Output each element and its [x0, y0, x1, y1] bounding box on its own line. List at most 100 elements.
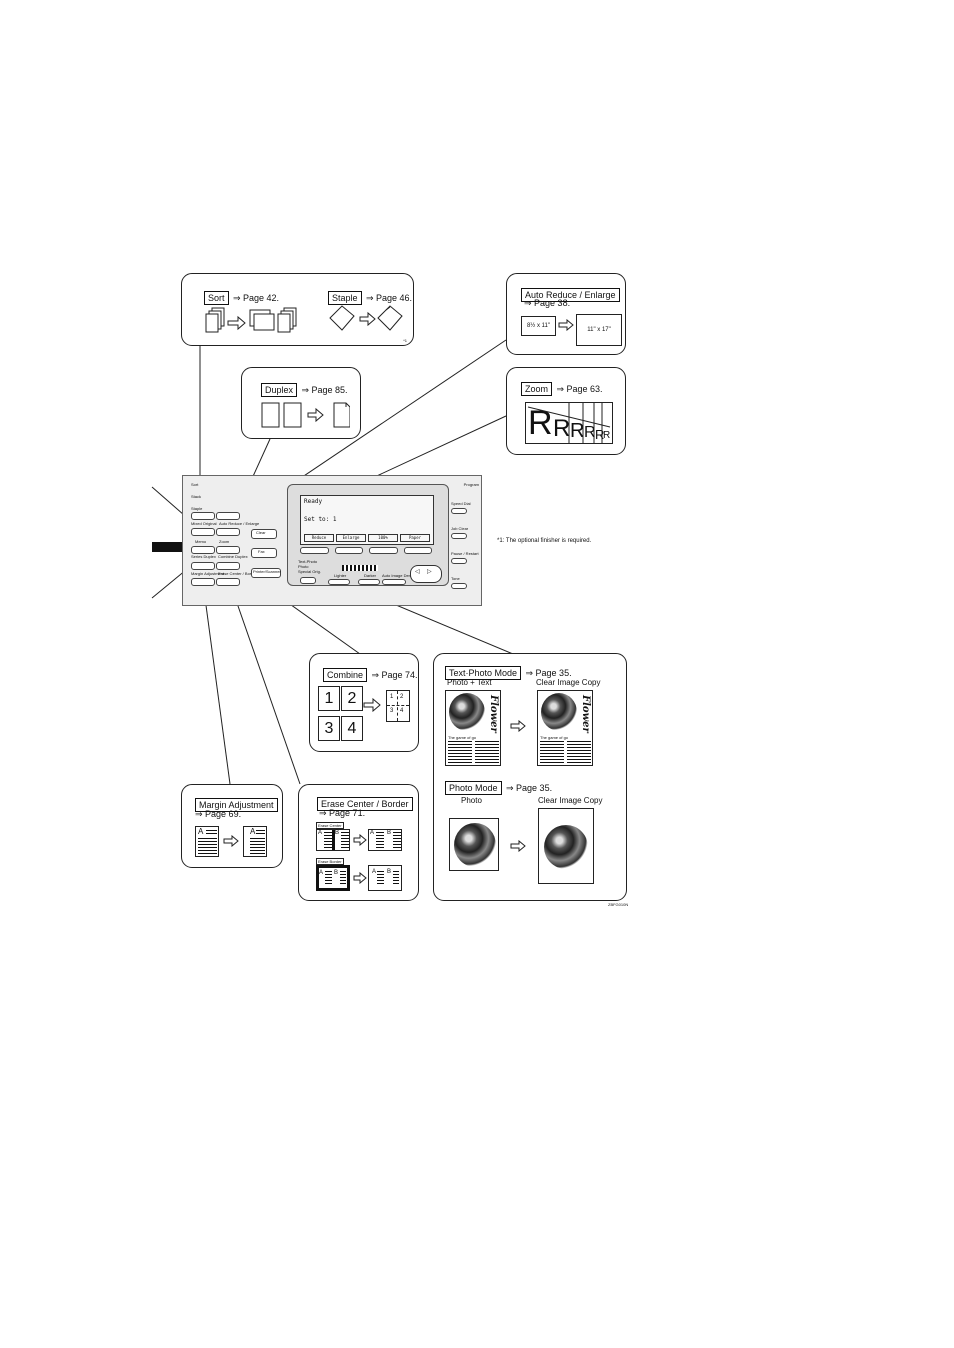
- clear-image-copy-title: Clear Image Copy: [536, 678, 601, 687]
- lcd-enlarge[interactable]: Enlarge: [336, 534, 366, 542]
- lcd-paper[interactable]: Paper: [400, 534, 430, 542]
- zoom-illustration: R R R R R R: [525, 402, 613, 444]
- duplex-key[interactable]: [216, 512, 240, 520]
- panel-left-labels: Sort Stack Staple: [191, 482, 203, 511]
- flower-photo: [449, 693, 485, 731]
- erase-border-label: Erase Border: [316, 858, 344, 865]
- photo-mode-page-ref: ⇒ Page 35.: [506, 783, 553, 793]
- lcd-set-count: Set to: 1: [304, 516, 337, 523]
- combine-page-2: 2: [341, 686, 363, 711]
- memo-key[interactable]: [191, 546, 215, 554]
- original-type-key[interactable]: [300, 577, 316, 584]
- photo-text-original: Flower The game of go: [445, 690, 501, 766]
- erase-border-copy: A B: [368, 865, 402, 891]
- photo-clear-image-copy-title: Clear Image Copy: [538, 796, 603, 805]
- zoom-key[interactable]: [216, 546, 240, 554]
- auto-reduce-enlarge-page-ref: ⇒ Page 38.: [524, 298, 571, 308]
- margin-adjustment-callout: Margin Adjustment ⇒ Page 69. A A: [181, 784, 283, 868]
- erase-border-original: A B: [316, 865, 350, 891]
- auto-reduce-enlarge-callout: Auto Reduce / Enlarge ⇒ Page 38. 8½ x 11…: [506, 273, 626, 355]
- duplex-illustration: [261, 402, 350, 428]
- staple-illustration: [329, 305, 403, 331]
- combine-page-4: 4: [341, 716, 363, 741]
- sort-label: Sort: [204, 291, 229, 305]
- arrow-right-icon: [353, 872, 367, 884]
- figure-code: ZBFG010N: [608, 902, 629, 907]
- job-clear-key[interactable]: [451, 533, 467, 539]
- series-duplex-key[interactable]: [191, 562, 215, 570]
- zoom-label: Zoom: [521, 382, 553, 396]
- erase-center-copy: A B: [368, 829, 402, 851]
- original-size-box: 8½ x 11": [521, 316, 556, 336]
- combined-copy: 1 2 3 4: [386, 690, 410, 722]
- photo-mode-label: Photo Mode: [445, 781, 502, 795]
- lcd-soft-key-3[interactable]: [369, 547, 398, 554]
- zoom-page-ref: ⇒ Page 63.: [556, 384, 603, 394]
- mixed-original-key[interactable]: [191, 528, 215, 536]
- duplex-page-ref: ⇒ Page 85.: [301, 385, 348, 395]
- lcd-display: Ready Set to: 1 Reduce Enlarge 100% Pape…: [300, 495, 434, 545]
- combine-page-3: 3: [318, 716, 340, 741]
- combine-page-1: 1: [318, 686, 340, 711]
- copy-size-box: 11" x 17": [576, 314, 622, 346]
- lcd-soft-key-4[interactable]: [403, 547, 432, 554]
- lcd-soft-key-1[interactable]: [300, 547, 329, 554]
- margin-copy: A: [243, 826, 267, 857]
- auto-reduce-enlarge-key[interactable]: [216, 528, 240, 536]
- arrow-right-icon: [510, 720, 526, 732]
- lcd-soft-key-2[interactable]: [334, 547, 363, 554]
- right-arrow-icon[interactable]: ▷: [427, 569, 432, 575]
- flower-word: Flower: [488, 695, 499, 733]
- combine-page-ref: ⇒ Page 74.: [371, 670, 418, 680]
- tone-key[interactable]: [451, 583, 467, 589]
- photo-text-title: Photo + Text: [447, 678, 492, 687]
- erase-center-original: A B: [316, 829, 350, 851]
- auto-reduce-enlarge-label: Auto Reduce / Enlarge: [521, 288, 620, 302]
- pause-restart-key[interactable]: [451, 558, 467, 564]
- zoom-letter-large: R: [528, 404, 553, 442]
- combine-label: Combine: [323, 668, 368, 682]
- printer-scanner-key[interactable]: [251, 568, 281, 578]
- sort-page-ref: ⇒ Page 42.: [232, 293, 280, 303]
- speed-dial-key[interactable]: [451, 508, 467, 514]
- footnote: *1: The optional finisher is required.: [497, 538, 592, 544]
- lighter-key[interactable]: [328, 579, 350, 585]
- arrow-right-icon: [353, 834, 367, 846]
- staple-page-ref: ⇒ Page 46.: [365, 293, 413, 303]
- margin-adjustment-key[interactable]: [191, 578, 215, 586]
- text-photo-mode-callout: Text·Photo Mode ⇒ Page 35. Photo + Text …: [433, 653, 627, 901]
- arrow-right-icon: [363, 698, 381, 712]
- text-photo-mode-page-ref: ⇒ Page 35.: [525, 668, 572, 678]
- clear-key[interactable]: [251, 529, 277, 539]
- erase-page-ref: ⇒ Page 71.: [319, 808, 366, 818]
- lcd-100[interactable]: 100%: [368, 534, 398, 542]
- scroll-keys: ◁ ▷: [410, 565, 442, 583]
- arrow-right-icon: [558, 319, 574, 331]
- arrow-right-icon: [223, 835, 239, 847]
- duplex-callout: Duplex ⇒ Page 85.: [241, 367, 361, 439]
- arrow-right-icon: [510, 840, 526, 852]
- combine-callout: Combine ⇒ Page 74. 1 2 3 4 1 2 3 4: [309, 653, 419, 752]
- zoom-callout: Zoom ⇒ Page 63. R R R R R R: [506, 367, 626, 455]
- finisher-note-mark: *1: [403, 338, 407, 343]
- photo-original: [449, 818, 499, 871]
- fax-key[interactable]: [251, 548, 277, 558]
- sort-key[interactable]: [191, 512, 215, 520]
- original-size: 8½ x 11": [526, 323, 551, 329]
- left-arrow-icon[interactable]: ◁: [415, 569, 420, 575]
- margin-original: A: [195, 826, 219, 857]
- combine-key[interactable]: [216, 562, 240, 570]
- sort-illustration: [205, 307, 297, 333]
- erase-callout: Erase Center / Border ⇒ Page 71. Erase C…: [298, 784, 419, 901]
- density-indicator: [342, 565, 378, 571]
- lcd-housing: Ready Set to: 1 Reduce Enlarge 100% Pape…: [287, 484, 449, 586]
- erase-center-label: Erase Center: [316, 822, 344, 829]
- auto-density-key[interactable]: [382, 579, 406, 585]
- duplex-label: Duplex: [261, 383, 298, 397]
- copy-size: 11" x 17": [587, 327, 611, 333]
- operation-panel: Sort Stack Staple Mixed Original Auto Re…: [182, 475, 482, 606]
- erase-key[interactable]: [216, 578, 240, 586]
- lcd-reduce[interactable]: Reduce: [304, 534, 334, 542]
- darker-key[interactable]: [358, 579, 380, 585]
- sort-staple-callout: Sort ⇒ Page 42. Staple ⇒ Page 46. *1: [181, 273, 414, 346]
